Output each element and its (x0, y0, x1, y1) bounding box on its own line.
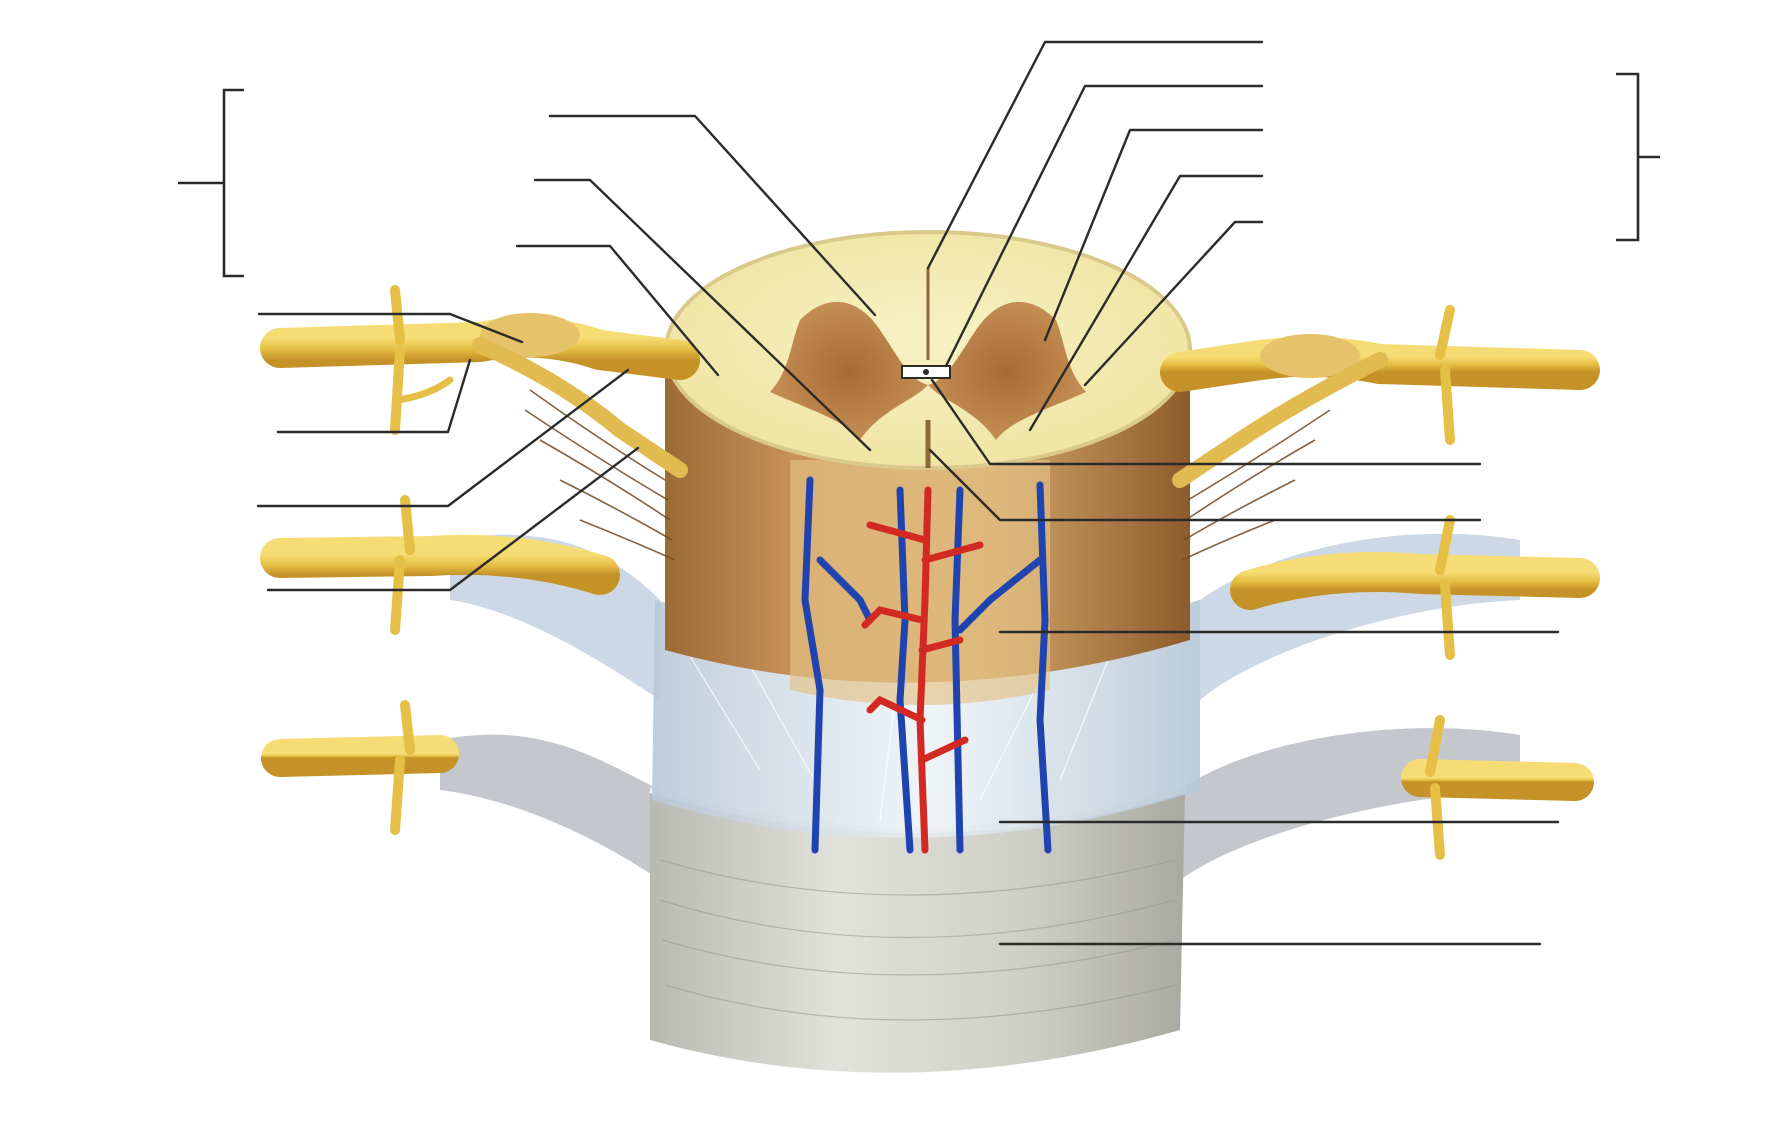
leader-line-3 (1043, 128, 1264, 342)
leader-line-9 (257, 312, 524, 344)
spinal-nerve-left-1 (260, 285, 700, 478)
leader-line-6 (548, 114, 877, 317)
spinal-nerve-right-2 (1230, 515, 1600, 660)
leader-line-1 (926, 40, 1264, 270)
spinal-nerve-right-1 (1160, 305, 1600, 488)
leader-line-7 (533, 178, 872, 452)
spinal-nerve-left-3 (261, 700, 459, 835)
leader-line-4 (1028, 174, 1264, 432)
leader-lines (256, 40, 1560, 946)
leader-line-8 (515, 244, 720, 377)
dorsal-root-ganglion-left (480, 313, 580, 357)
blood-vessels (801, 476, 1052, 854)
leader-line-2 (944, 84, 1264, 368)
dorsal-root-ganglion-right (1260, 334, 1360, 378)
central-canal (923, 369, 929, 375)
spinal-nerves (260, 285, 1600, 860)
bracket-right (1616, 72, 1660, 242)
leader-line-5 (1083, 220, 1264, 387)
leader-line-10 (276, 358, 472, 434)
leader-line-14 (928, 448, 1482, 522)
leader-line-13 (930, 378, 1482, 466)
veins (801, 476, 1052, 854)
anterior-spinal-artery (861, 486, 984, 854)
leader-line-12 (266, 446, 640, 592)
spinal-nerve-left-2 (260, 495, 620, 635)
leader-line-11 (256, 368, 630, 508)
bracket-left (178, 88, 244, 278)
